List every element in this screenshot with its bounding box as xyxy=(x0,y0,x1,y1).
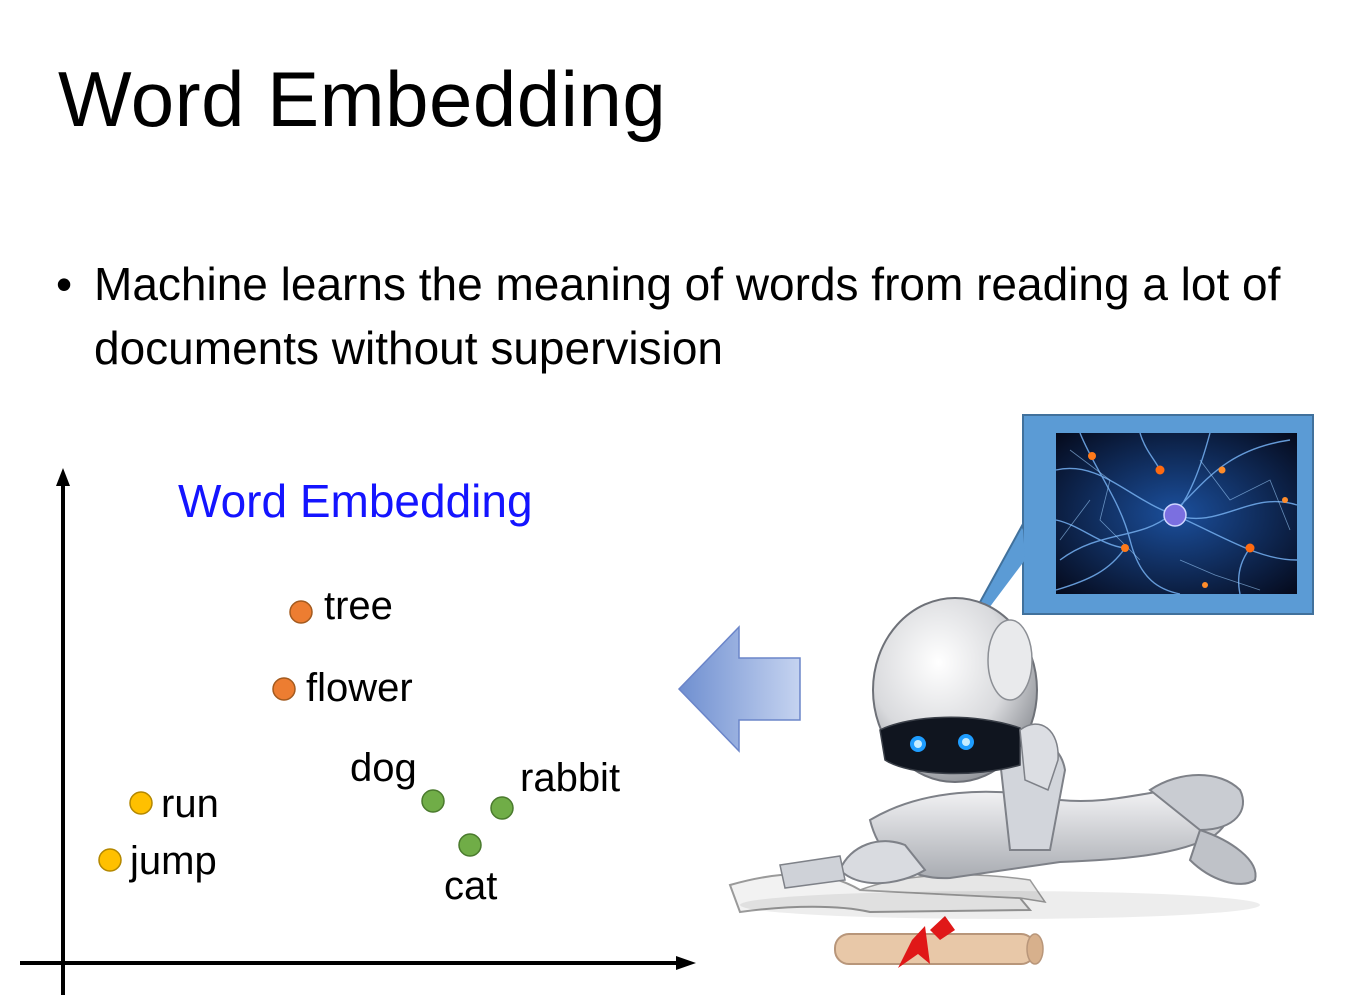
bullet-icon: • xyxy=(56,258,73,310)
word-label-dog: dog xyxy=(350,746,417,790)
y-axis xyxy=(56,468,70,995)
embedding-title: Word Embedding xyxy=(178,475,533,527)
left-arrow-icon xyxy=(677,625,801,753)
word-label-rabbit: rabbit xyxy=(520,756,621,800)
reading-robot-image xyxy=(728,597,1260,968)
word-dot-rabbit xyxy=(490,796,514,820)
word-dot-jump xyxy=(98,848,122,872)
x-axis xyxy=(20,956,696,970)
bullet-text: Machine learns the meaning of words from… xyxy=(94,258,1281,374)
word-dot-flower xyxy=(272,677,296,701)
word-dot-dog xyxy=(421,789,445,813)
word-label-run: run xyxy=(161,782,219,826)
word-label-tree: tree xyxy=(324,584,393,628)
word-label-flower: flower xyxy=(306,666,413,710)
word-dot-run xyxy=(129,791,153,815)
slide-title: Word Embedding xyxy=(58,55,667,143)
word-label-jump: jump xyxy=(130,839,217,883)
word-label-cat: cat xyxy=(444,864,498,908)
word-dot-cat xyxy=(458,833,482,857)
word-dot-tree xyxy=(289,600,313,624)
neuron-image xyxy=(1055,432,1298,595)
